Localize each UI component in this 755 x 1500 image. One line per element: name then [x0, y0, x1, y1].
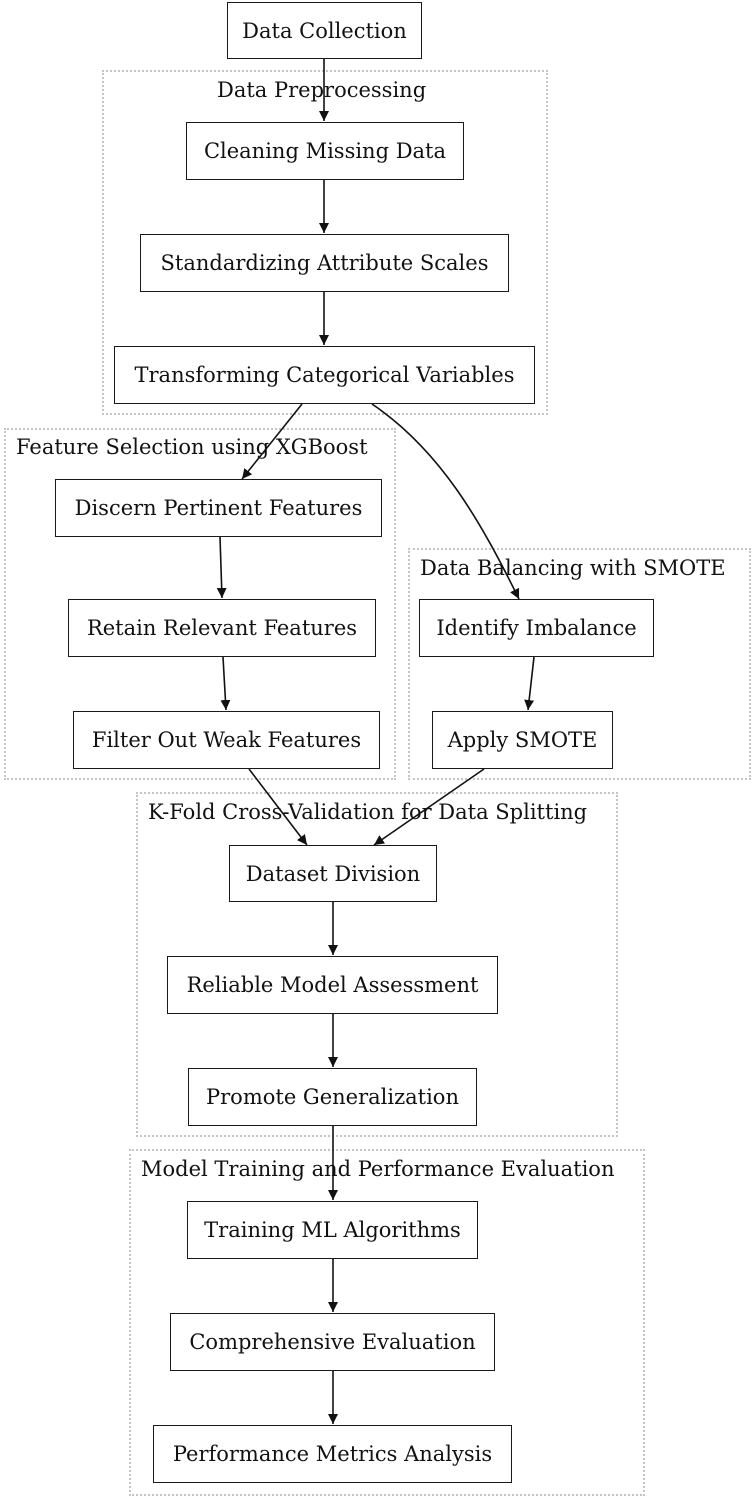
node-promote-generalization: Promote Generalization [188, 1068, 477, 1126]
cluster-label-kfold: K-Fold Cross-Validation for Data Splitti… [148, 800, 588, 824]
cluster-feature-selection [4, 428, 396, 780]
node-discern-pertinent-features: Discern Pertinent Features [55, 479, 382, 537]
node-identify-imbalance: Identify Imbalance [419, 599, 654, 657]
cluster-label-data-preprocessing: Data Preprocessing [217, 78, 427, 102]
node-standardizing-attribute-scales: Standardizing Attribute Scales [140, 234, 509, 292]
node-filter-out-weak-features: Filter Out Weak Features [73, 711, 380, 769]
node-training-ml-algorithms: Training ML Algorithms [187, 1201, 478, 1259]
node-data-collection: Data Collection [227, 2, 422, 59]
cluster-data-balancing [408, 548, 751, 780]
node-reliable-model-assessment: Reliable Model Assessment [167, 956, 498, 1014]
cluster-label-feature-selection: Feature Selection using XGBoost [16, 435, 368, 459]
node-apply-smote: Apply SMOTE [432, 711, 613, 769]
cluster-label-data-balancing: Data Balancing with SMOTE [420, 556, 726, 580]
node-cleaning-missing-data: Cleaning Missing Data [186, 122, 464, 180]
node-retain-relevant-features: Retain Relevant Features [68, 599, 376, 657]
node-comprehensive-evaluation: Comprehensive Evaluation [170, 1313, 495, 1371]
cluster-label-model-training: Model Training and Performance Evaluatio… [141, 1157, 615, 1181]
cluster-data-preprocessing [102, 70, 548, 415]
node-dataset-division: Dataset Division [229, 845, 437, 902]
node-performance-metrics-analysis: Performance Metrics Analysis [153, 1425, 512, 1483]
node-transforming-categorical-variables: Transforming Categorical Variables [114, 346, 535, 404]
cluster-model-training [129, 1149, 645, 1496]
